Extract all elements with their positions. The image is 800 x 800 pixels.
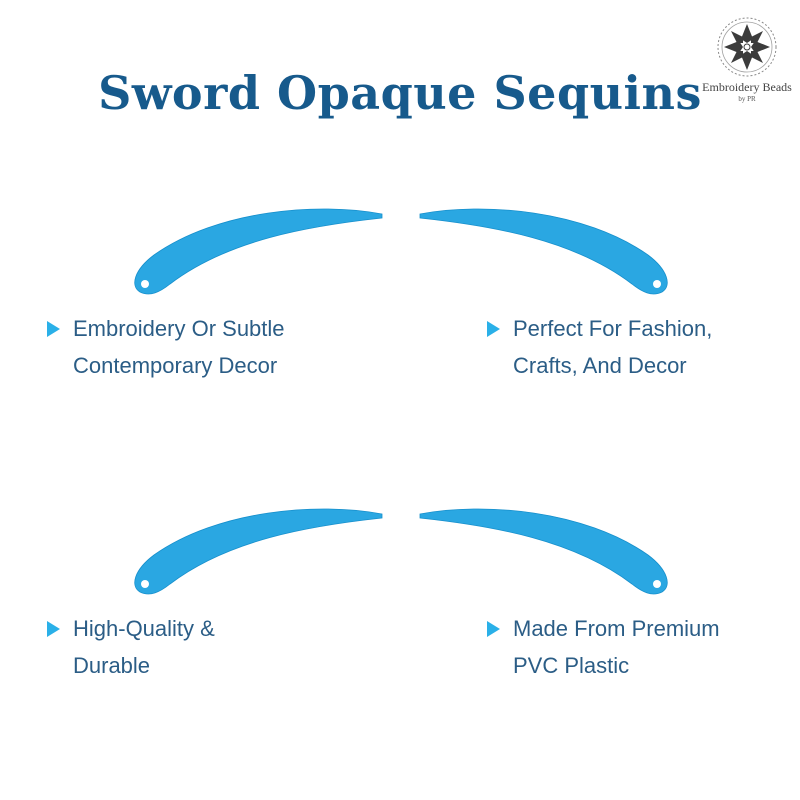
feature-line: Durable xyxy=(73,653,151,678)
feature-item: Perfect For Fashion, Crafts, And Decor xyxy=(487,310,713,384)
arrow-bullet-icon xyxy=(487,621,500,637)
brand-logo: Embroidery Beads by PR xyxy=(692,14,800,124)
feature-line: PVC Plastic xyxy=(513,653,630,678)
logo-name: Embroidery Beads xyxy=(702,80,792,94)
feature-item: Made From Premium PVC Plastic xyxy=(487,610,720,684)
sword-sequin-image xyxy=(419,208,668,295)
sword-sequin-image xyxy=(419,508,668,595)
feature-line: Perfect For Fashion, xyxy=(513,316,713,341)
feature-line: Contemporary Decor xyxy=(73,353,278,378)
page-title: Sword Opaque Sequins xyxy=(98,66,702,120)
arrow-bullet-icon xyxy=(487,321,500,337)
feature-line: Made From Premium xyxy=(513,616,720,641)
arrow-bullet-icon xyxy=(47,621,60,637)
feature-line: Crafts, And Decor xyxy=(513,353,687,378)
feature-item: Embroidery Or Subtle Contemporary Decor xyxy=(47,310,285,384)
arrow-bullet-icon xyxy=(47,321,60,337)
sword-sequin-image xyxy=(134,508,383,595)
feature-item: High-Quality & Durable xyxy=(47,610,215,684)
logo-subtitle: by PR xyxy=(738,95,756,103)
mandala-icon xyxy=(717,17,777,77)
feature-line: High-Quality & xyxy=(73,616,215,641)
feature-line: Embroidery Or Subtle xyxy=(73,316,285,341)
sword-sequin-image xyxy=(134,208,383,295)
